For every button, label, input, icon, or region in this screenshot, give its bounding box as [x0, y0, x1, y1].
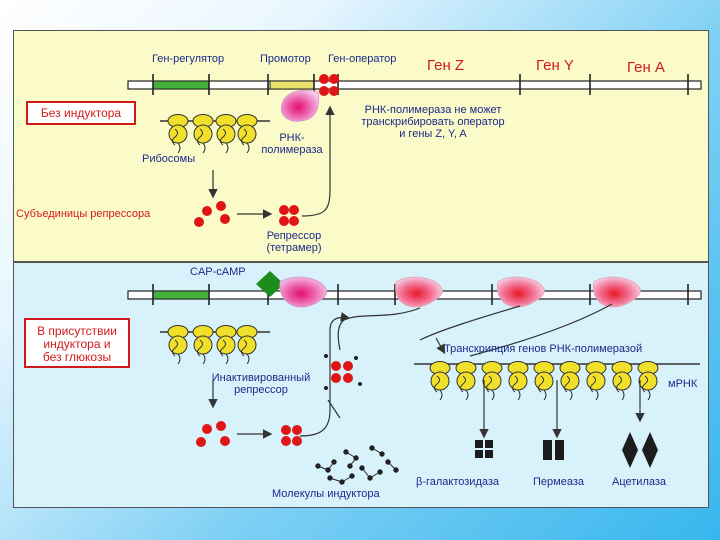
inducer-molecules-label: Молекулы индуктора: [272, 488, 380, 500]
ribosome-icon: [167, 114, 189, 154]
mrna-strands: [337, 303, 700, 365]
beta-galactosidase-label: β-галактозидаза: [416, 476, 500, 488]
gene-y-label: Ген Y: [536, 57, 574, 74]
ribosome-icon: [533, 361, 555, 401]
condition-line3: без глюкозы: [42, 350, 112, 364]
arrow-repressor-to-operator: [301, 105, 335, 217]
note-line1: РНК-полимераза не может: [364, 104, 502, 116]
ribosome-group-top: [160, 114, 270, 154]
ribosome-icon: [559, 361, 581, 401]
ribosomes-on-mrna: [429, 361, 659, 401]
inducer-molecules: [315, 445, 399, 485]
inducer-bound-dots: [324, 354, 362, 390]
inactivated-repressor-label: Инактивированный репрессор: [196, 372, 326, 396]
repressor-label-line1: Репрессор: [266, 230, 322, 242]
ribosome-icon: [637, 361, 659, 401]
with-inducer-condition-box: В присутствии индуктора и без глюкозы: [24, 318, 130, 368]
enzyme-permease: [543, 440, 564, 460]
no-inducer-panel: [13, 30, 709, 262]
ribosome-icon: [192, 114, 214, 154]
condition-line1: В присутствии: [37, 324, 117, 338]
repressor-label-line2: (тетрамер): [266, 242, 322, 254]
inactivated-line1: Инактивированный: [211, 372, 311, 384]
gene-operator-label: Ген-оператор: [328, 53, 397, 65]
note-line2: транскрибировать оператор: [361, 116, 505, 128]
enzyme-beta-galactosidase: [475, 440, 493, 458]
ribosome-icon: [167, 325, 189, 365]
gene-regulator-label: Ген-регулятор: [152, 53, 225, 65]
enzyme-acetylase: [622, 432, 658, 468]
ribosome-icon: [215, 325, 237, 365]
no-inducer-condition-label: Без индуктора: [40, 106, 122, 120]
repressor-subunits-label: Субъединицы репрессора: [16, 208, 151, 220]
ribosome-icon: [236, 325, 258, 365]
rna-polymerase-blocked: [280, 89, 320, 122]
mrna-label: мРНК: [668, 378, 698, 390]
promoter-segment: [269, 80, 315, 90]
repressor-tetramer-label: Репрессор (тетрамер): [252, 230, 336, 254]
gene-z-label: Ген Z: [427, 57, 465, 74]
rna-polymerase-label: РНК- полимераза: [252, 132, 332, 156]
regulator-gene-segment: [152, 80, 210, 90]
repressor-tetramer: [279, 205, 299, 226]
ribosome-icon: [611, 361, 633, 401]
no-inducer-condition-box: Без индуктора: [26, 101, 136, 125]
ribosome-icon: [236, 114, 258, 154]
ribosome-icon: [192, 325, 214, 365]
repressor-subunits: [194, 201, 230, 227]
note-line3: и гены Z, Y, A: [399, 128, 467, 140]
rna-polymerase-blocked-note: РНК-полимераза не может транскрибировать…: [338, 104, 528, 140]
ribosomes-label: Рибосомы: [142, 153, 196, 165]
ribosome-icon: [455, 361, 477, 401]
ribosome-icon: [507, 361, 529, 401]
ribosome-icon: [215, 114, 237, 154]
transcribing-polymerases: [279, 276, 641, 308]
ribosome-icon: [429, 361, 451, 401]
ribosome-group-bottom: [160, 325, 270, 365]
repressor-tetramer-bottom: [281, 425, 302, 446]
ribosome-icon: [481, 361, 503, 401]
inactivated-line2: репрессор: [234, 384, 288, 396]
permease-label: Пермеаза: [533, 476, 584, 488]
promoter-label: Промотор: [260, 53, 311, 65]
condition-line2: индуктора и: [43, 337, 111, 351]
inactivated-repressor: [331, 361, 353, 383]
rna-polymerase-label-line1: РНК-: [279, 132, 305, 144]
rna-polymerase-label-line2: полимераза: [261, 144, 323, 156]
cap-camp-label: CAP-cAMP: [190, 266, 246, 278]
gene-a-label: Ген A: [627, 59, 665, 76]
bound-repressor-operator: [319, 74, 339, 96]
top-dna-strand: [127, 74, 702, 95]
ribosome-icon: [585, 361, 607, 401]
cap-camp-complex: [256, 271, 284, 297]
repressor-subunits-bottom: [196, 421, 230, 447]
acetylase-label: Ацетилаза: [612, 476, 667, 488]
transcription-label: Транскрипция генов РНК-полимеразой: [444, 343, 643, 355]
